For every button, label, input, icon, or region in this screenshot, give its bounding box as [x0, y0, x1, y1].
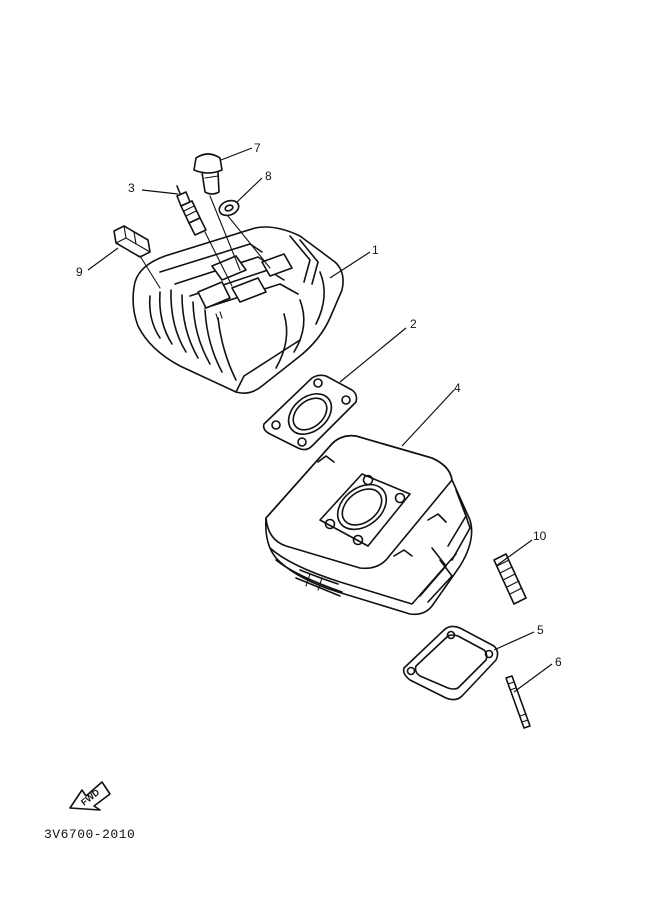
part-10-stud — [493, 553, 527, 605]
part-6-stud — [505, 675, 531, 729]
callout-3: 3 — [128, 181, 135, 195]
callout-5: 5 — [537, 623, 544, 637]
callout-8: 8 — [265, 169, 272, 183]
leader-lines — [87, 147, 553, 693]
callout-labels: 7 8 3 9 1 2 4 10 5 6 — [76, 141, 562, 669]
callout-9: 9 — [76, 265, 83, 279]
callout-10: 10 — [533, 529, 547, 543]
part-2-head-gasket — [262, 374, 358, 451]
callout-7: 7 — [254, 141, 261, 155]
part-1-cylinder-head — [132, 226, 344, 394]
part-5-base-gasket — [402, 625, 499, 701]
diagram-code: 3V6700-2010 — [44, 827, 135, 842]
callout-2: 2 — [410, 317, 417, 331]
part-7-bolt — [193, 153, 223, 195]
part-4-cylinder — [264, 434, 473, 616]
part-9-nut — [113, 225, 151, 258]
part-3-spark-plug — [176, 185, 207, 236]
callout-6: 6 — [555, 655, 562, 669]
fwd-arrow-icon: FWD — [69, 781, 111, 811]
part-8-washer — [218, 199, 240, 217]
callout-4: 4 — [454, 381, 461, 395]
callout-1: 1 — [372, 243, 379, 257]
